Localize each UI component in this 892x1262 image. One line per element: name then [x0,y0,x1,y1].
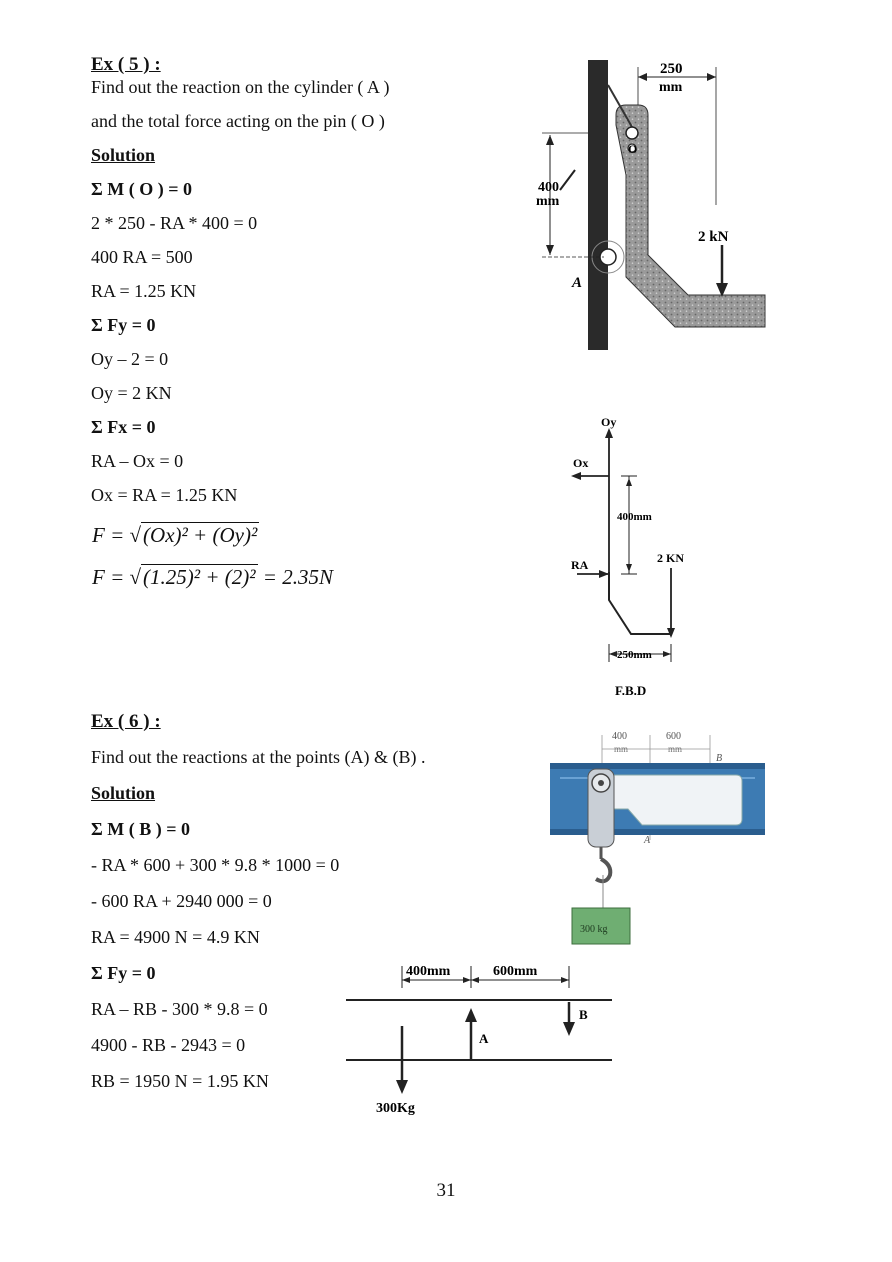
dim-600: 600 [666,731,681,742]
formula-lhs: F = [92,565,125,589]
dim-400-unit: mm [536,194,560,209]
ex6-equation: Σ Fy = 0 [91,963,156,983]
ex5-question-line1: Find out the reaction on the cylinder ( … [91,77,390,97]
fbd-oy-label: Oy [601,415,616,429]
ex6-equation: - 600 RA + 2940 000 = 0 [91,891,272,911]
dim-400: 400 [612,731,627,742]
ex6-equation: 4900 - RB - 2943 = 0 [91,1035,246,1055]
beam-load-label: 300Kg [376,1101,415,1116]
ex6-equation: RB = 1950 N = 1.95 KN [91,1071,269,1091]
mass-label: 300 kg [580,924,608,935]
ex6-solution-heading: Solution [91,783,156,803]
formula-lhs: F = [92,523,125,547]
cylinder-a-label: A [571,275,582,291]
ex5-equation: 2 * 250 - RA * 400 = 0 [91,213,258,233]
ex5-solution-heading: Solution [91,145,156,165]
ex5-title: Ex ( 5 ) : [91,54,161,75]
formula-radicand: (1.25)² + (2)² [141,564,258,589]
wall [588,60,608,350]
pin-o-label: O [628,142,637,156]
ex6-equation: RA – RB - 300 * 9.8 = 0 [91,999,268,1019]
ex5-formula-numeric: F = √(1.25)² + (2)² = 2.35N [92,564,333,589]
formula-result: = 2.35N [262,565,333,589]
beam-dim-600: 600mm [493,964,538,979]
mass-block [571,907,631,945]
ex5-equation: Ox = RA = 1.25 KN [91,485,238,505]
dim-600-unit: mm [668,744,682,754]
page-number: 31 [436,1180,456,1201]
fbd-caption: F.B.D [615,683,646,698]
pin-o [625,126,639,140]
formula-radicand: (Ox)² + (Oy)² [141,522,260,547]
beam-b-label: B [579,1007,588,1022]
ex5-equation: 400 RA = 500 [91,247,193,267]
bracket-arm [615,104,766,328]
ex5-equation: Σ Fy = 0 [91,315,156,335]
ex5-equation: Oy – 2 = 0 [91,349,169,369]
ex5-equation: RA – Ox = 0 [91,451,184,471]
beam-dim-400: 400mm [406,964,451,979]
ex6-equation: - RA * 600 + 300 * 9.8 * 1000 = 0 [91,855,340,875]
fbd-ra-label: RA [571,558,589,572]
ex5-free-body-diagram: Oy Ox RA 400mm 2 KN 250mm F.B.D [571,415,684,698]
ex6-beam-diagram: 400mm 600mm B A 300Kg [346,964,612,1116]
ex6-equation: Σ M ( B ) = 0 [91,819,191,839]
ex6-equation: RA = 4900 N = 4.9 KN [91,927,260,947]
ex6-rail-figure: 400 mm 600 mm B A 300 kg [550,731,765,945]
ex5-equation: RA = 1.25 KN [91,281,197,301]
dim-250: 250 [660,61,683,77]
ex5-bracket-figure: O A 250 mm 400 mm 2 kN [536,60,766,350]
ex5-question-line2: and the total force acting on the pin ( … [91,111,385,131]
fbd-ox-label: Ox [573,456,588,470]
fbd-dim-250: 250mm [617,649,652,661]
beam-a-label: A [479,1031,489,1046]
fbd-force-label: 2 KN [657,551,684,565]
dim-400: 400 [538,180,559,195]
dim-400-unit: mm [614,744,628,754]
ex6-title: Ex ( 6 ) : [91,711,161,732]
point-a-label: A [643,835,651,846]
ex6-question: Find out the reactions at the points (A)… [91,747,426,767]
fbd-dim-400: 400mm [617,511,652,523]
ex5-equation: Σ M ( O ) = 0 [91,179,193,199]
dim-250-unit: mm [659,80,683,95]
ex5-equation: Σ Fx = 0 [91,417,156,437]
force-2kn-label: 2 kN [698,229,729,245]
ex5-formula-general: F = √(Ox)² + (Oy)² [92,522,260,547]
point-b-label: B [716,753,722,764]
ex5-equation: Oy = 2 KN [91,383,172,403]
